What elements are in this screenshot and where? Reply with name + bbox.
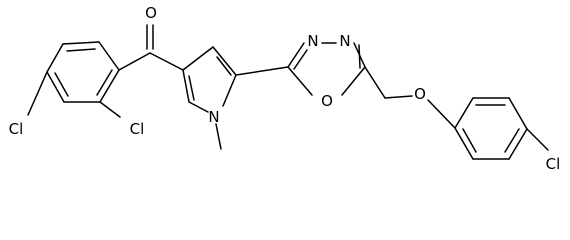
- molecule-structure: O N N O O N Cl Cl Cl: [9, 4, 561, 173]
- atom-o-ether: O: [414, 85, 426, 103]
- bond-ring-ch2: [364, 66, 386, 99]
- atom-o-carbonyl: O: [145, 4, 157, 22]
- oxadiazole-ring: [287, 42, 366, 96]
- bond-pyrrole-oxadiazole: [235, 66, 289, 76]
- carbonyl-group: [118, 24, 184, 71]
- bond-c-cl-ortho: [99, 101, 121, 118]
- bond-ch2-o: [384, 95, 413, 99]
- bond-o-aryl: [427, 99, 456, 129]
- atom-cl-ortho: Cl: [130, 120, 145, 138]
- atom-o-ring: O: [321, 92, 333, 110]
- atom-cl-right: Cl: [546, 155, 561, 173]
- dichlorophenyl-ring: [46, 41, 120, 103]
- bond-c-cl-left: [27, 71, 48, 116]
- atom-cl-left: Cl: [9, 120, 24, 138]
- atom-n-triazole-2: N: [339, 32, 350, 50]
- bond-n-methyl: [215, 123, 222, 150]
- chlorophenyl-ring: [454, 97, 528, 160]
- bond-c-cl-right: [526, 128, 549, 151]
- pyrrole-ring: [182, 46, 237, 113]
- atom-n-pyrrole: N: [208, 108, 219, 126]
- atom-n-triazole-1: N: [307, 32, 318, 50]
